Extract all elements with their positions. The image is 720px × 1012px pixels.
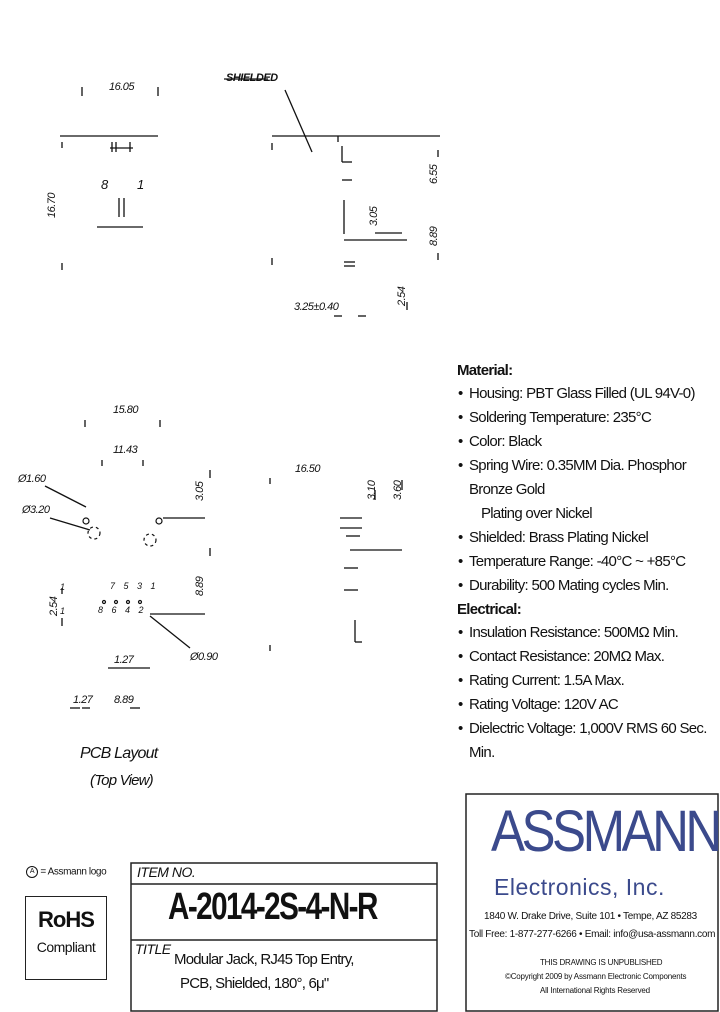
company-block-frame bbox=[466, 794, 718, 1011]
side-dim-655: 6.55 bbox=[428, 164, 440, 184]
logo-icon: A bbox=[26, 866, 38, 878]
pcb-dim-320: Ø3.20 bbox=[22, 504, 50, 516]
title-line1: Modular Jack, RJ45 Top Entry, bbox=[174, 951, 354, 968]
material-heading: Material: bbox=[457, 362, 513, 379]
pcb-pin-row-top: 7 5 3 1 bbox=[110, 581, 159, 591]
pcb-dim-889: 8.89 bbox=[194, 576, 206, 596]
specifications: Material: Housing: PBT Glass Filled (UL … bbox=[457, 359, 719, 765]
pcb-dim-127b: 1.27 bbox=[73, 694, 93, 706]
spec-item: Spring Wire: 0.35MM Dia. Phosphor Bronze… bbox=[457, 454, 719, 502]
rohs-badge: RoHS Compliant bbox=[25, 896, 107, 980]
shielded-label: SHIELDED bbox=[226, 72, 278, 84]
side-dim-889: 8.89 bbox=[428, 226, 440, 246]
electrical-list: Insulation Resistance: 500MΩ Min. Contac… bbox=[457, 621, 719, 765]
side-dim-325: 3.25±0.40 bbox=[294, 301, 339, 313]
title-line2: PCB, Shielded, 180°, 6μ" bbox=[180, 975, 329, 992]
pcb-dim-254: 2.54 bbox=[48, 596, 60, 616]
company-name: Electronics, Inc. bbox=[494, 874, 665, 900]
front-dim-310: 3.10 bbox=[366, 480, 378, 500]
pcb-dim-305: 3.05 bbox=[194, 481, 206, 501]
brand-name: ASSMANN bbox=[491, 799, 720, 864]
company-address: 1840 W. Drake Drive, Suite 101 • Tempe, … bbox=[484, 911, 697, 922]
pcb-dim-127a: 1.27 bbox=[114, 654, 134, 666]
pcb-dim-1143: 11.43 bbox=[113, 444, 138, 456]
copyright-note: ©Copyright 2009 by Assmann Electronic Co… bbox=[505, 972, 687, 981]
rohs-title: RoHS bbox=[38, 907, 95, 932]
side-dim-254: 2.54 bbox=[396, 286, 408, 306]
pcb-dim-889b: 8.89 bbox=[114, 694, 134, 706]
rohs-subtitle: Compliant bbox=[36, 939, 96, 955]
rights-note: All International Rights Reserved bbox=[540, 986, 650, 995]
spec-item: Shielded: Brass Plating Nickel bbox=[457, 526, 719, 550]
side-dim-305: 3.05 bbox=[368, 206, 380, 226]
item-number: A-2014-2S-4-N-R bbox=[168, 886, 378, 928]
assmann-logo-note: A = Assmann logo bbox=[26, 866, 107, 878]
top-view-pin-1: 1 bbox=[137, 177, 144, 192]
electrical-heading: Electrical: bbox=[457, 601, 522, 618]
pcb-dim-n1: 1 bbox=[60, 582, 65, 592]
spec-item: Durability: 500 Mating cycles Min. bbox=[457, 574, 719, 598]
item-label: ITEM NO. bbox=[137, 864, 196, 880]
pcb-pin-row-bottom: 8 6 4 2 bbox=[98, 605, 147, 615]
top-view-width: 16.05 bbox=[109, 81, 135, 93]
spec-item: Temperature Range: -40°C ~ +85°C bbox=[457, 550, 719, 574]
spec-item: Rating Voltage: 120V AC bbox=[457, 693, 719, 717]
item-block-frame bbox=[131, 863, 437, 1011]
unpublished-note: THIS DRAWING IS UNPUBLISHED bbox=[540, 958, 663, 967]
mounting-hole-right bbox=[144, 534, 156, 546]
title-label: TITLE bbox=[135, 941, 171, 957]
spec-item: Contact Resistance: 20MΩ Max. bbox=[457, 645, 719, 669]
pcb-dim-1580: 15.80 bbox=[113, 404, 139, 416]
spec-item: Color: Black bbox=[457, 430, 719, 454]
spec-item: Housing: PBT Glass Filled (UL 94V-0) bbox=[457, 382, 719, 406]
spec-item: Soldering Temperature: 235°C bbox=[457, 406, 719, 430]
company-contact: Toll Free: 1-877-277-6266 • Email: info@… bbox=[469, 929, 716, 940]
logo-note-text: = Assmann logo bbox=[40, 866, 107, 878]
pcb-caption-line1: PCB Layout bbox=[80, 745, 158, 762]
pcb-dim-090: Ø0.90 bbox=[190, 651, 218, 663]
spec-item: Insulation Resistance: 500MΩ Min. bbox=[457, 621, 719, 645]
pcb-caption-line2: (Top View) bbox=[90, 772, 154, 789]
pcb-dim-n2: 1 bbox=[60, 606, 65, 616]
front-dim-360: 3.60 bbox=[392, 480, 404, 500]
mounting-hole-left bbox=[88, 527, 100, 539]
spec-item: Rating Current: 1.5A Max. bbox=[457, 669, 719, 693]
material-list: Housing: PBT Glass Filled (UL 94V-0) Sol… bbox=[457, 382, 719, 598]
spec-item-continuation: Plating over Nickel bbox=[481, 505, 593, 522]
top-view-pin-8: 8 bbox=[101, 177, 108, 192]
front-dim-1650: 16.50 bbox=[295, 463, 321, 475]
top-view-height: 16.70 bbox=[46, 192, 58, 218]
pcb-dim-160: Ø1.60 bbox=[18, 473, 46, 485]
spec-item: Dielectric Voltage: 1,000V RMS 60 Sec. M… bbox=[457, 717, 719, 765]
